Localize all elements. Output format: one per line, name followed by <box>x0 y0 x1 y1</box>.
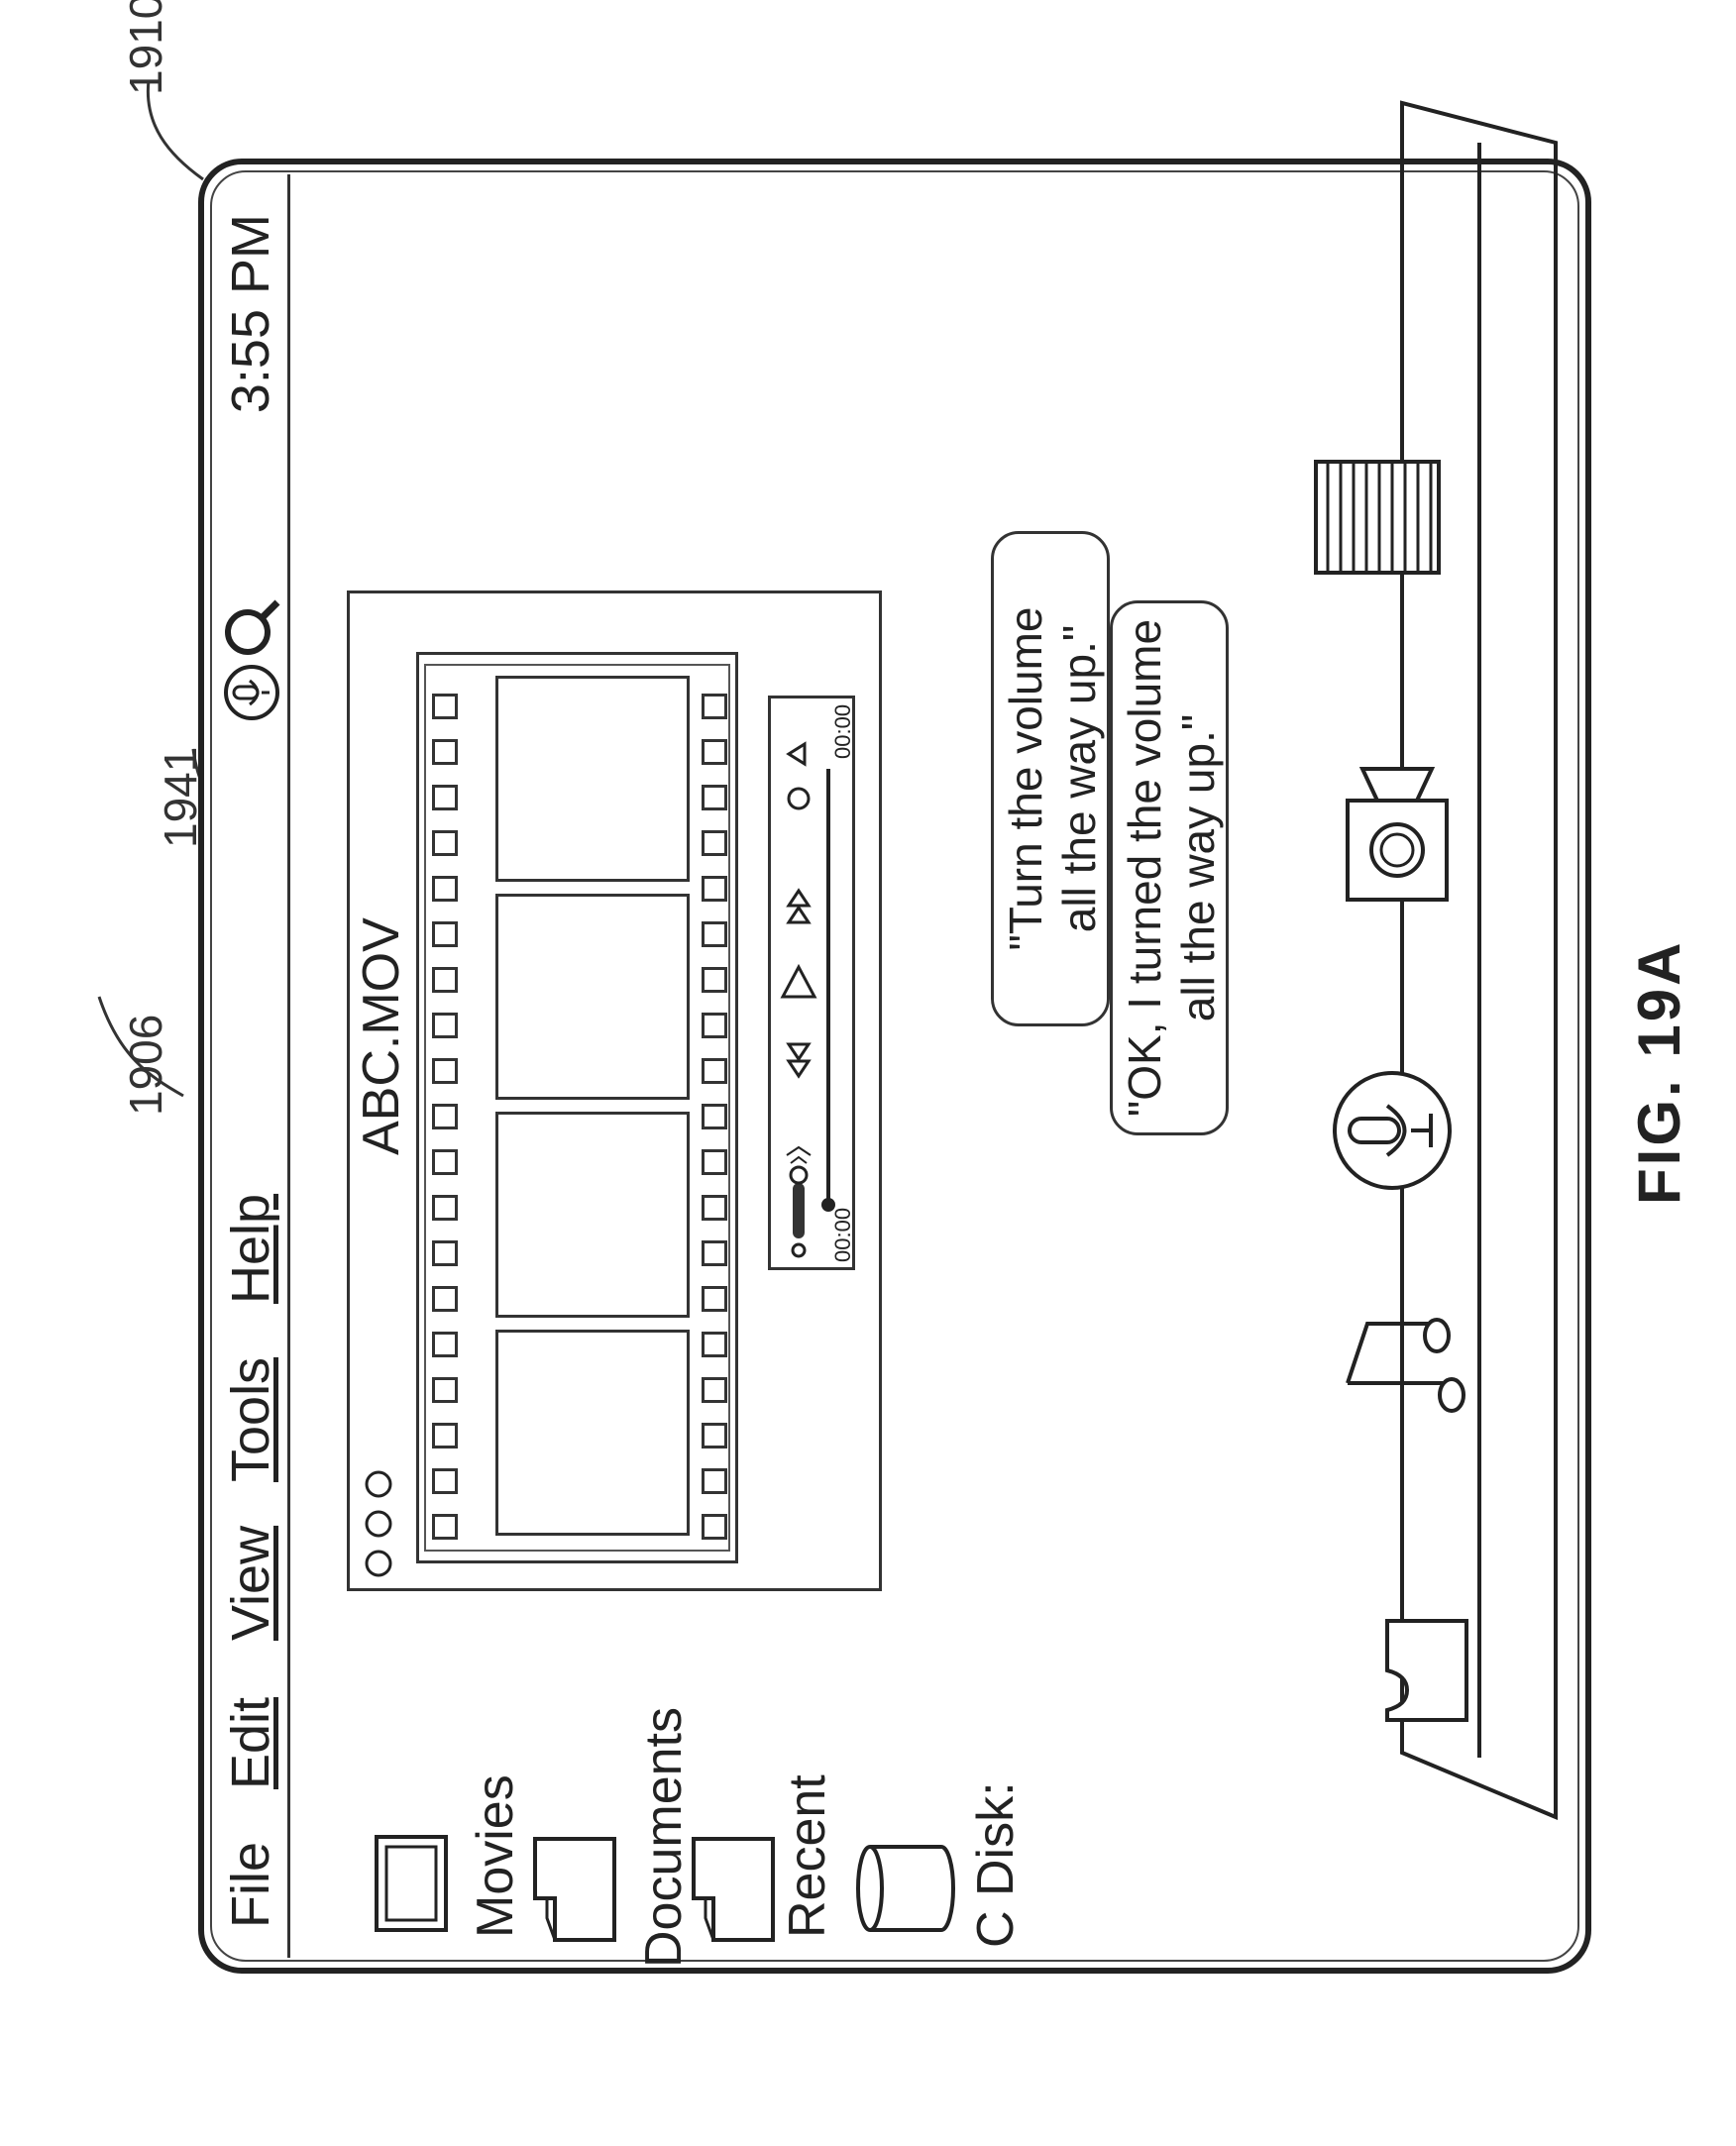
filmstrip-perforation <box>702 1013 727 1038</box>
filmstrip-perforation <box>702 830 727 856</box>
assistant-speech-line-2: all the way up." <box>1171 600 1225 1135</box>
filmstrip-perforation <box>432 1195 458 1221</box>
desktop-label-c-disk[interactable]: C Disk: <box>966 1781 1026 1948</box>
play-button <box>783 967 814 997</box>
filmstrip-perforation <box>432 1423 458 1449</box>
filmstrip-perforation <box>702 1514 727 1540</box>
menu-bar: File Edit View Tools Help 3:55 PM <box>212 174 290 1958</box>
menu-file[interactable]: File <box>220 1842 281 1928</box>
filmstrip-perforation <box>702 1058 727 1084</box>
loop-button <box>789 789 809 808</box>
volume-slider[interactable] <box>787 1147 811 1256</box>
video-frame-1[interactable] <box>495 1330 690 1536</box>
time-start: 00:00 <box>830 1208 856 1262</box>
ref-screen: 1910 <box>119 0 172 95</box>
assistant-speech-line-1: "OK, I turned the volume <box>1118 600 1171 1135</box>
video-frame-3[interactable] <box>495 894 690 1100</box>
video-frame-4[interactable] <box>495 676 690 882</box>
time-end: 00:00 <box>830 704 856 759</box>
filmstrip-perforation <box>702 694 727 719</box>
menu-tools[interactable]: Tools <box>220 1357 281 1482</box>
filmstrip-perforation <box>702 1332 727 1357</box>
desktop-label-movies[interactable]: Movies <box>466 1774 525 1938</box>
filmstrip-perforation <box>702 921 727 947</box>
minimize-window-button[interactable] <box>367 1512 390 1536</box>
filmstrip-perforation <box>702 739 727 765</box>
menu-help[interactable]: Help <box>220 1194 281 1304</box>
video-frame-2[interactable] <box>495 1112 690 1318</box>
clock: 3:55 PM <box>220 214 281 413</box>
close-window-button[interactable] <box>367 1552 390 1575</box>
microphone-icon[interactable] <box>1328 1066 1457 1195</box>
filmstrip-perforation <box>702 1240 727 1266</box>
filmstrip-perforation <box>432 1377 458 1403</box>
filmstrip-perforation <box>432 1013 458 1038</box>
filmstrip-perforation <box>702 1423 727 1449</box>
filmstrip-perforation <box>432 876 458 902</box>
filmstrip-perforation <box>432 739 458 765</box>
eject-button <box>789 744 805 764</box>
filmstrip-perforation <box>702 785 727 810</box>
filmstrip-perforation <box>702 1286 727 1312</box>
filmstrip-perforation <box>702 1377 727 1403</box>
maximize-window-button[interactable] <box>367 1472 390 1496</box>
movie-folder-icon[interactable] <box>367 1829 456 1938</box>
window-controls <box>359 1433 398 1581</box>
media-window-title: ABC.MOV <box>352 917 411 1155</box>
folder-icon[interactable] <box>684 1829 783 1948</box>
filmstrip-perforation <box>432 830 458 856</box>
menu-view[interactable]: View <box>220 1526 281 1641</box>
filmstrip-perforation <box>432 1286 458 1312</box>
fast-forward-button <box>789 891 809 922</box>
filmstrip-perforation <box>702 1149 727 1175</box>
filmstrip-perforation <box>432 1332 458 1357</box>
disk-icon[interactable] <box>852 1834 961 1943</box>
filmstrip-perforation <box>432 921 458 947</box>
ref-menubar: 1906 <box>119 1015 172 1116</box>
list-document-icon[interactable] <box>1308 452 1447 581</box>
menu-edit[interactable]: Edit <box>220 1697 281 1789</box>
rewind-button <box>789 1044 809 1076</box>
user-speech-text: "Turn the volume all the way up." <box>999 531 1106 1026</box>
assistant-speech-text: "OK, I turned the volume all the way up.… <box>1118 600 1225 1135</box>
music-note-icon[interactable] <box>1338 1294 1486 1413</box>
filmstrip-perforation <box>702 1104 727 1129</box>
dock <box>1372 87 1571 1847</box>
filmstrip-perforation <box>432 1104 458 1129</box>
filmstrip-perforation <box>702 1195 727 1221</box>
filmstrip-perforation <box>432 694 458 719</box>
filmstrip-perforation <box>432 785 458 810</box>
filmstrip-perforation <box>432 1149 458 1175</box>
figure-label: FIG. 19A <box>1625 940 1693 1205</box>
filmstrip-perforation <box>702 876 727 902</box>
filmstrip-perforation <box>432 1468 458 1494</box>
filmstrip-perforation <box>432 1514 458 1540</box>
filmstrip-perforation <box>702 967 727 993</box>
filmstrip-perforation <box>432 967 458 993</box>
filmstrip-perforation <box>432 1240 458 1266</box>
playback-controls-graphics <box>775 709 850 1264</box>
search-icon[interactable] <box>220 590 283 660</box>
user-speech-line-1: "Turn the volume <box>999 531 1052 1026</box>
filmstrip-perforation <box>702 1468 727 1494</box>
documents-dock-icon[interactable] <box>1367 1601 1496 1730</box>
filmstrip-perforation <box>432 1058 458 1084</box>
desktop-label-recent[interactable]: Recent <box>778 1774 837 1938</box>
user-speech-line-2: all the way up." <box>1052 531 1106 1026</box>
video-camera-icon[interactable] <box>1338 759 1466 908</box>
folder-icon[interactable] <box>525 1829 624 1948</box>
